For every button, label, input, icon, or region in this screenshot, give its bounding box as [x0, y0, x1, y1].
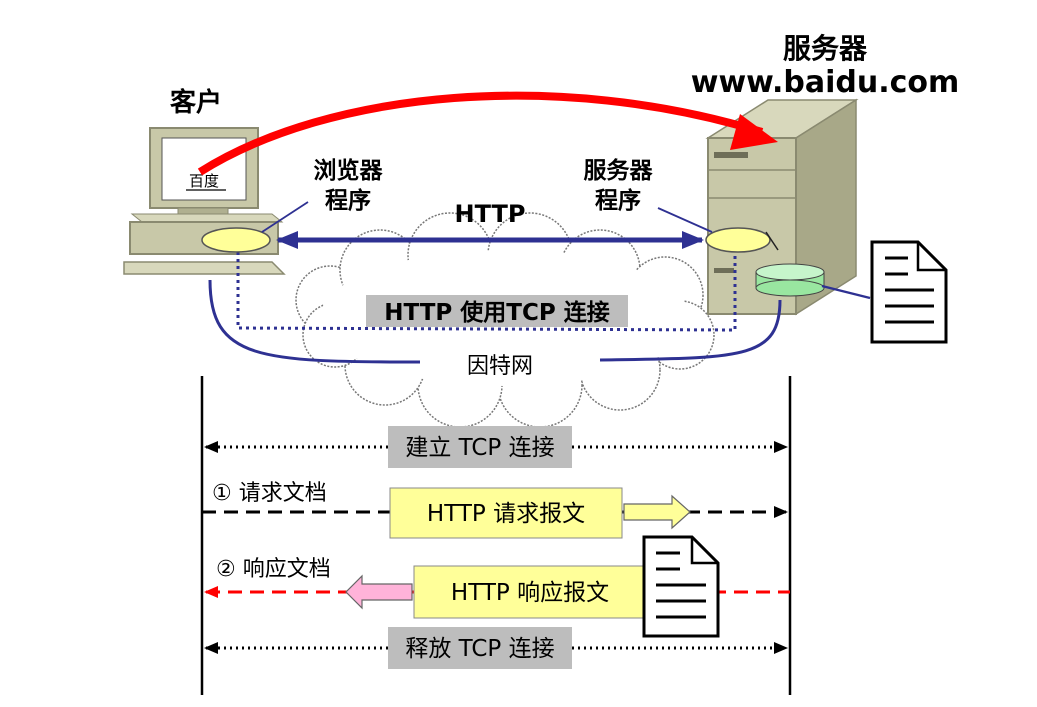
release-tcp-label: 释放 TCP 连接 [405, 636, 554, 662]
screen-text: 百度 [189, 172, 219, 190]
database-disk-icon [755, 263, 825, 297]
document-icon [870, 240, 948, 344]
request-arrow-icon [623, 494, 691, 530]
document-icon [642, 535, 720, 638]
response-message-label: HTTP 响应报文 [451, 580, 609, 606]
response-step-label: ② 响应文档 [216, 557, 331, 582]
request-step-label: ① 请求文档 [212, 481, 327, 506]
server-program-label-1: 服务器 [584, 158, 654, 184]
server-program-label-2: 程序 [595, 187, 641, 214]
server-title: 服务器 [783, 32, 868, 65]
internet-label: 因特网 [467, 354, 533, 379]
server-domain: www.baidu.com [691, 65, 960, 100]
computer-icon [123, 127, 286, 275]
http-label: HTTP [455, 200, 526, 228]
browser-label-1: 浏览器 [314, 157, 384, 184]
establish-tcp-label: 建立 TCP 连接 [405, 435, 554, 461]
request-message-label: HTTP 请求报文 [427, 501, 585, 527]
browser-label-2: 程序 [325, 187, 371, 214]
response-arrow-icon [345, 574, 413, 610]
tcp-connection-label: HTTP 使用TCP 连接 [384, 299, 609, 326]
client-title: 客户 [170, 87, 222, 118]
